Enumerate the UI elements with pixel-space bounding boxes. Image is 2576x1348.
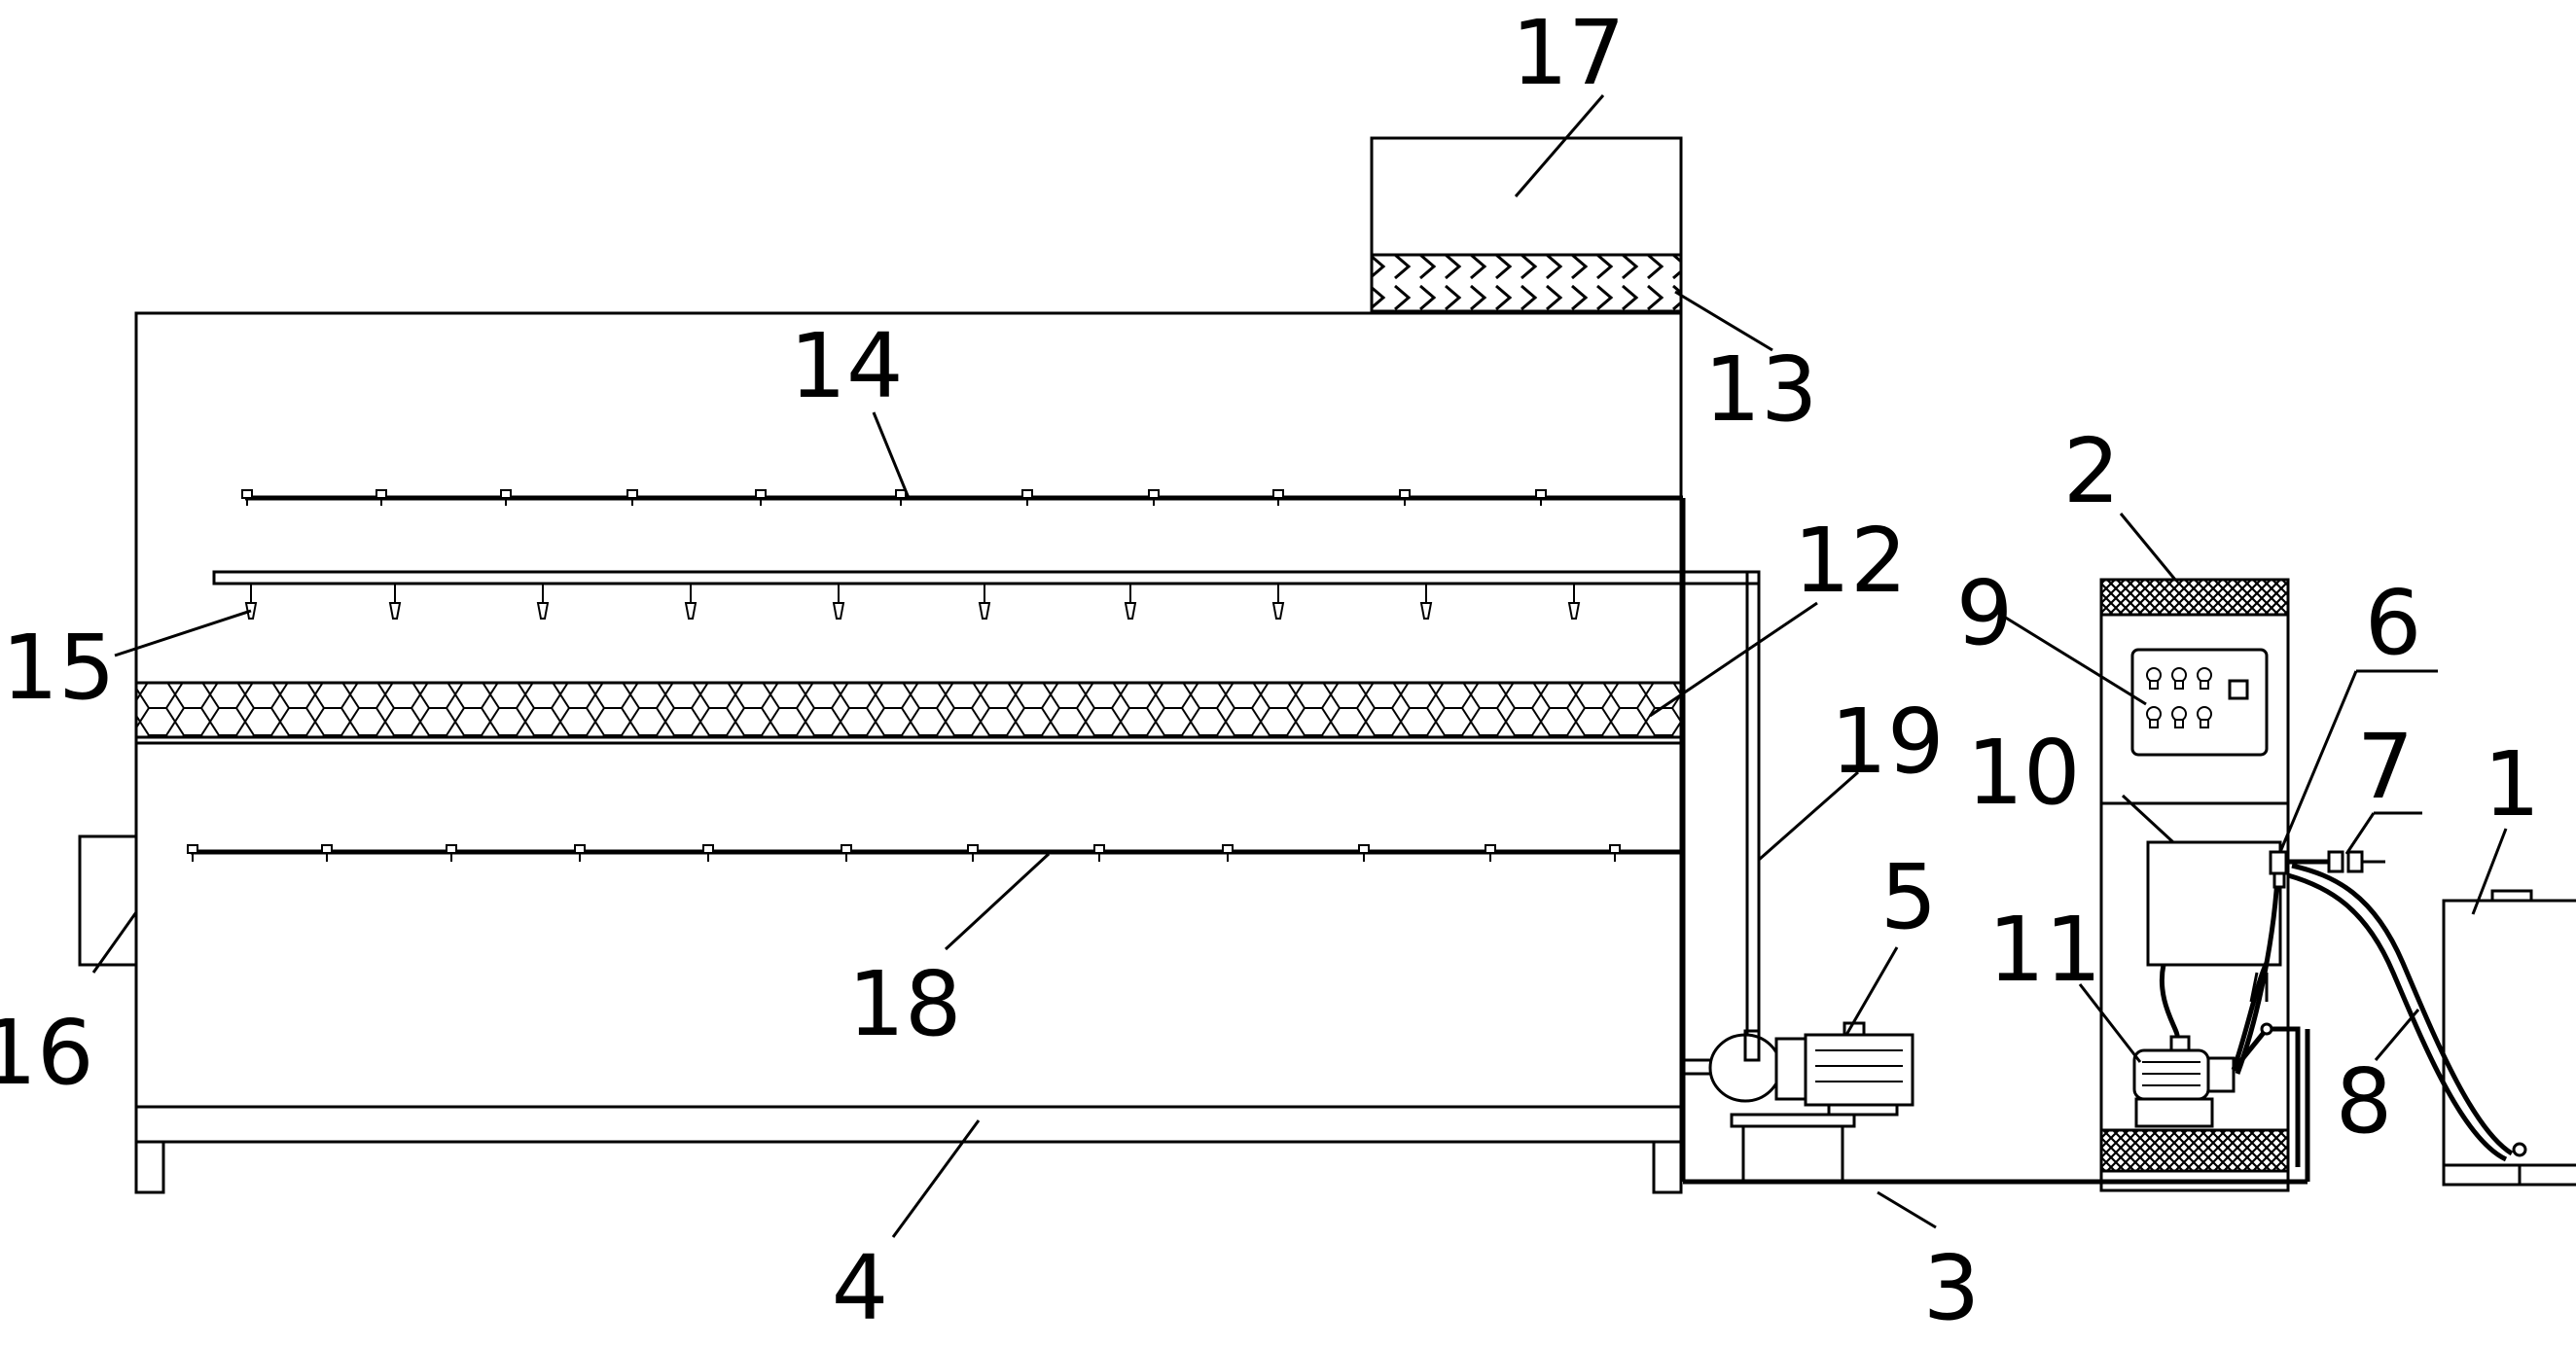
pipe-nozzle	[446, 844, 457, 862]
label-15: 15	[1, 616, 115, 720]
panel-knob	[2171, 706, 2187, 728]
label-16: 16	[0, 1001, 94, 1105]
circulation-pump	[1681, 1021, 1914, 1182]
inlet-fitting	[2327, 850, 2385, 873]
label-14: 14	[789, 314, 903, 418]
pipe-nozzle	[1358, 844, 1370, 862]
label-18: 18	[847, 952, 961, 1056]
spray-header	[212, 570, 1761, 1050]
water-tank	[2442, 889, 2576, 1187]
pipe-nozzle	[626, 489, 638, 506]
panel-knob	[2197, 667, 2212, 690]
pipe-nozzle	[755, 489, 767, 506]
panel-knob	[2171, 667, 2187, 690]
packing-layer	[134, 681, 1683, 739]
label-5: 5	[1880, 845, 1938, 949]
label-6: 6	[2365, 571, 2422, 675]
label-11: 11	[1987, 898, 2101, 1002]
pipe-nozzle	[1609, 844, 1621, 862]
spray-nozzle	[1124, 584, 1137, 620]
hose	[2291, 863, 2514, 1156]
label-19: 19	[1830, 690, 1944, 794]
pipe-nozzle	[241, 489, 253, 506]
control-panel	[2130, 648, 2269, 757]
pipe-nozzle	[702, 844, 714, 862]
pipe-nozzle	[1021, 489, 1033, 506]
control-cabinet	[2099, 578, 2301, 1192]
pipe-nozzle	[187, 844, 198, 862]
return-pipe	[1683, 1029, 2310, 1185]
label-1: 1	[2484, 732, 2541, 836]
panel-knob	[2146, 706, 2162, 728]
demister-layer	[1370, 253, 1683, 313]
label-12: 12	[1793, 509, 1907, 613]
pipe-nozzle	[1399, 489, 1411, 506]
valve	[2269, 850, 2329, 889]
pipe-nozzle	[841, 844, 852, 862]
main-housing	[134, 311, 1683, 1194]
pipe-nozzle	[321, 844, 333, 862]
pipe-nozzle	[967, 844, 979, 862]
label-7: 7	[2357, 715, 2415, 819]
spray-nozzle	[832, 584, 845, 620]
mixing-box	[2146, 840, 2282, 967]
pipe-nozzle	[895, 489, 907, 506]
pipe-nozzle	[1485, 844, 1496, 862]
pipe-nozzle	[574, 844, 586, 862]
pipe-nozzle	[500, 489, 512, 506]
pipe-nozzle	[1535, 489, 1547, 506]
spray-nozzle	[978, 584, 991, 620]
label-9: 9	[1956, 561, 2014, 665]
label-13: 13	[1703, 337, 1817, 442]
spray-nozzle	[1567, 584, 1581, 620]
label-10: 10	[1966, 721, 2080, 825]
spray-nozzle	[684, 584, 698, 620]
top-outlet	[1370, 136, 1683, 315]
label-8: 8	[2336, 1049, 2393, 1153]
base-frame	[134, 1105, 1683, 1144]
spray-nozzle	[536, 584, 550, 620]
pipe-nozzle	[1272, 489, 1284, 506]
pipe-nozzle	[376, 489, 387, 506]
leader-lines	[91, 94, 2508, 1238]
pipe-nozzle	[1148, 489, 1160, 506]
label-3: 3	[1923, 1236, 1981, 1340]
panel-knob	[2197, 706, 2212, 728]
part-labels: 17 13 14 15 12 19 18 16 4 3 5 2 9 10 6 7…	[0, 1, 2540, 1340]
side-inlet	[78, 834, 138, 967]
pipe-nozzle	[1222, 844, 1234, 862]
label-4: 4	[832, 1236, 889, 1340]
spray-nozzle	[1419, 584, 1433, 620]
lower-spray-pipe	[187, 844, 1683, 862]
pipe-nozzle	[1093, 844, 1105, 862]
label-17: 17	[1511, 1, 1625, 105]
upper-spray-pipe	[241, 489, 1686, 1182]
spray-nozzle	[1271, 584, 1285, 620]
panel-knob	[2146, 667, 2162, 690]
spray-nozzle	[388, 584, 402, 620]
label-2: 2	[2063, 419, 2121, 523]
